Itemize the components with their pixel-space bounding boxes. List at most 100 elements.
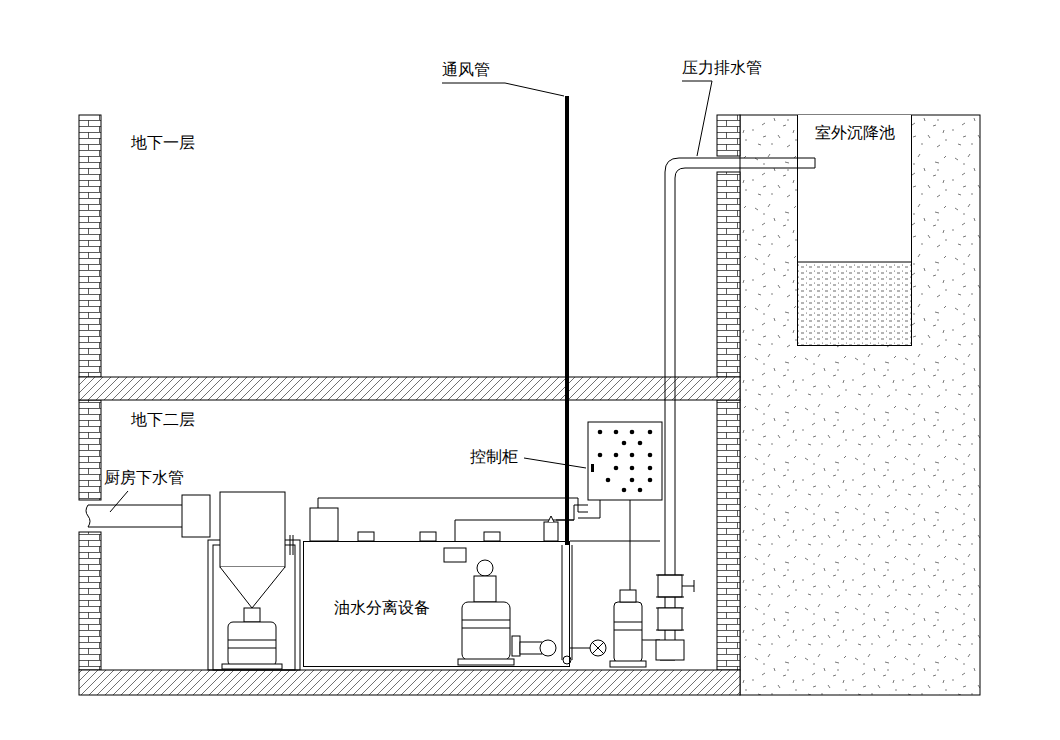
tank-fittings xyxy=(544,522,558,541)
node-text: 地下二层 xyxy=(131,410,195,430)
control-cabinet xyxy=(591,430,652,493)
settling-pit: 室外沉降池 xyxy=(797,115,912,346)
tank-pump xyxy=(458,560,514,665)
floor-slab xyxy=(79,670,740,695)
vent-pipe xyxy=(562,545,572,660)
control-cabinet xyxy=(648,478,653,483)
brick-wall xyxy=(717,400,740,670)
outlet-valves xyxy=(570,648,592,649)
separator-tank: 油水分离设备 xyxy=(303,541,570,667)
pressure-drain-pipe xyxy=(656,158,815,660)
control-cabinet xyxy=(588,422,662,500)
tank-pump xyxy=(462,620,510,628)
soil xyxy=(740,115,980,695)
kitchen-drain-pipe xyxy=(86,505,90,527)
control-cabinet xyxy=(614,430,619,435)
floor-slab xyxy=(79,377,740,695)
pressure-drain-pipe xyxy=(675,168,815,660)
brick-wall xyxy=(717,115,740,156)
leader-line xyxy=(682,81,712,156)
control-cabinet xyxy=(638,488,643,493)
wiring xyxy=(318,498,588,512)
pressure-drain-pipe xyxy=(665,158,815,660)
outlet-valves xyxy=(590,640,606,656)
pressure-drain-pipe xyxy=(656,575,684,630)
control-cabinet xyxy=(648,453,653,458)
settling-pit xyxy=(797,115,912,346)
part-label: 压力排水管 xyxy=(682,58,762,78)
floor-band: 地下一层 xyxy=(101,115,717,377)
tank-pump xyxy=(474,576,496,602)
brick-wall xyxy=(79,115,101,377)
leader-line xyxy=(110,491,128,512)
inlet-unit xyxy=(244,608,260,622)
tank-fittings xyxy=(484,532,500,541)
control-cabinet xyxy=(622,488,627,493)
control-cabinet xyxy=(648,466,653,471)
outlet-valves xyxy=(512,636,520,656)
inlet-unit xyxy=(228,640,276,648)
tank-fittings xyxy=(310,508,338,541)
inlet-unit xyxy=(220,492,285,567)
part-label: 厨房下水管 xyxy=(104,468,184,488)
outlet-valves xyxy=(614,602,642,662)
pressure-drain-pipe xyxy=(815,158,816,168)
part-label: 通风管 xyxy=(442,60,490,80)
kitchen-drain-pipe xyxy=(182,495,210,537)
outlet-valves xyxy=(512,590,675,667)
tank-fittings xyxy=(358,532,374,541)
vent-pipe xyxy=(565,96,569,545)
soil xyxy=(740,115,980,695)
inlet-unit xyxy=(290,535,293,555)
control-cabinet xyxy=(591,464,594,472)
pressure-drain-pipe xyxy=(658,608,682,630)
tank-fittings xyxy=(444,548,466,562)
floor-slab xyxy=(79,377,740,400)
brick-wall xyxy=(717,172,740,377)
control-cabinet xyxy=(630,478,635,483)
control-cabinet xyxy=(630,430,635,435)
control-cabinet xyxy=(638,441,643,446)
tank-fittings xyxy=(548,516,554,522)
brick-wall xyxy=(79,400,101,500)
outlet-valves xyxy=(540,640,556,656)
wiring xyxy=(578,500,600,518)
control-cabinet xyxy=(614,453,619,458)
part-label: 控制柜 xyxy=(470,447,518,467)
pressure-drain-pipe xyxy=(658,575,682,597)
control-cabinet xyxy=(630,466,635,471)
leader-line xyxy=(110,81,712,512)
pressure-drain-pipe xyxy=(656,640,684,660)
outlet-valves xyxy=(520,642,542,654)
leader-line xyxy=(442,83,564,96)
control-cabinet xyxy=(630,453,635,458)
leader-line xyxy=(524,458,586,468)
pressure-drain-pipe xyxy=(682,580,694,592)
tank-fittings xyxy=(420,532,436,541)
settling-pit xyxy=(798,262,911,345)
node-text: 地下一层 xyxy=(131,133,195,153)
control-cabinet xyxy=(598,453,603,458)
control-cabinet xyxy=(648,430,653,435)
control-cabinet xyxy=(588,422,662,500)
tank-pump xyxy=(458,659,514,665)
control-cabinet xyxy=(606,478,611,483)
kitchen-drain-pipe xyxy=(88,505,182,527)
wiring xyxy=(630,500,631,595)
inlet-unit xyxy=(222,664,282,669)
node-text: 油水分离设备 xyxy=(334,598,430,618)
inlet-unit xyxy=(220,567,285,608)
control-cabinet xyxy=(598,430,603,435)
vent-pipe xyxy=(562,96,572,664)
node-text: 室外沉降池 xyxy=(815,123,895,143)
inlet-unit xyxy=(228,622,276,666)
tank-fittings xyxy=(310,508,558,562)
tank-pump xyxy=(477,560,493,576)
outlet-valves xyxy=(592,642,604,654)
brick-wall xyxy=(79,532,101,670)
settling-pit xyxy=(797,115,912,346)
outlet-valves xyxy=(620,590,636,602)
